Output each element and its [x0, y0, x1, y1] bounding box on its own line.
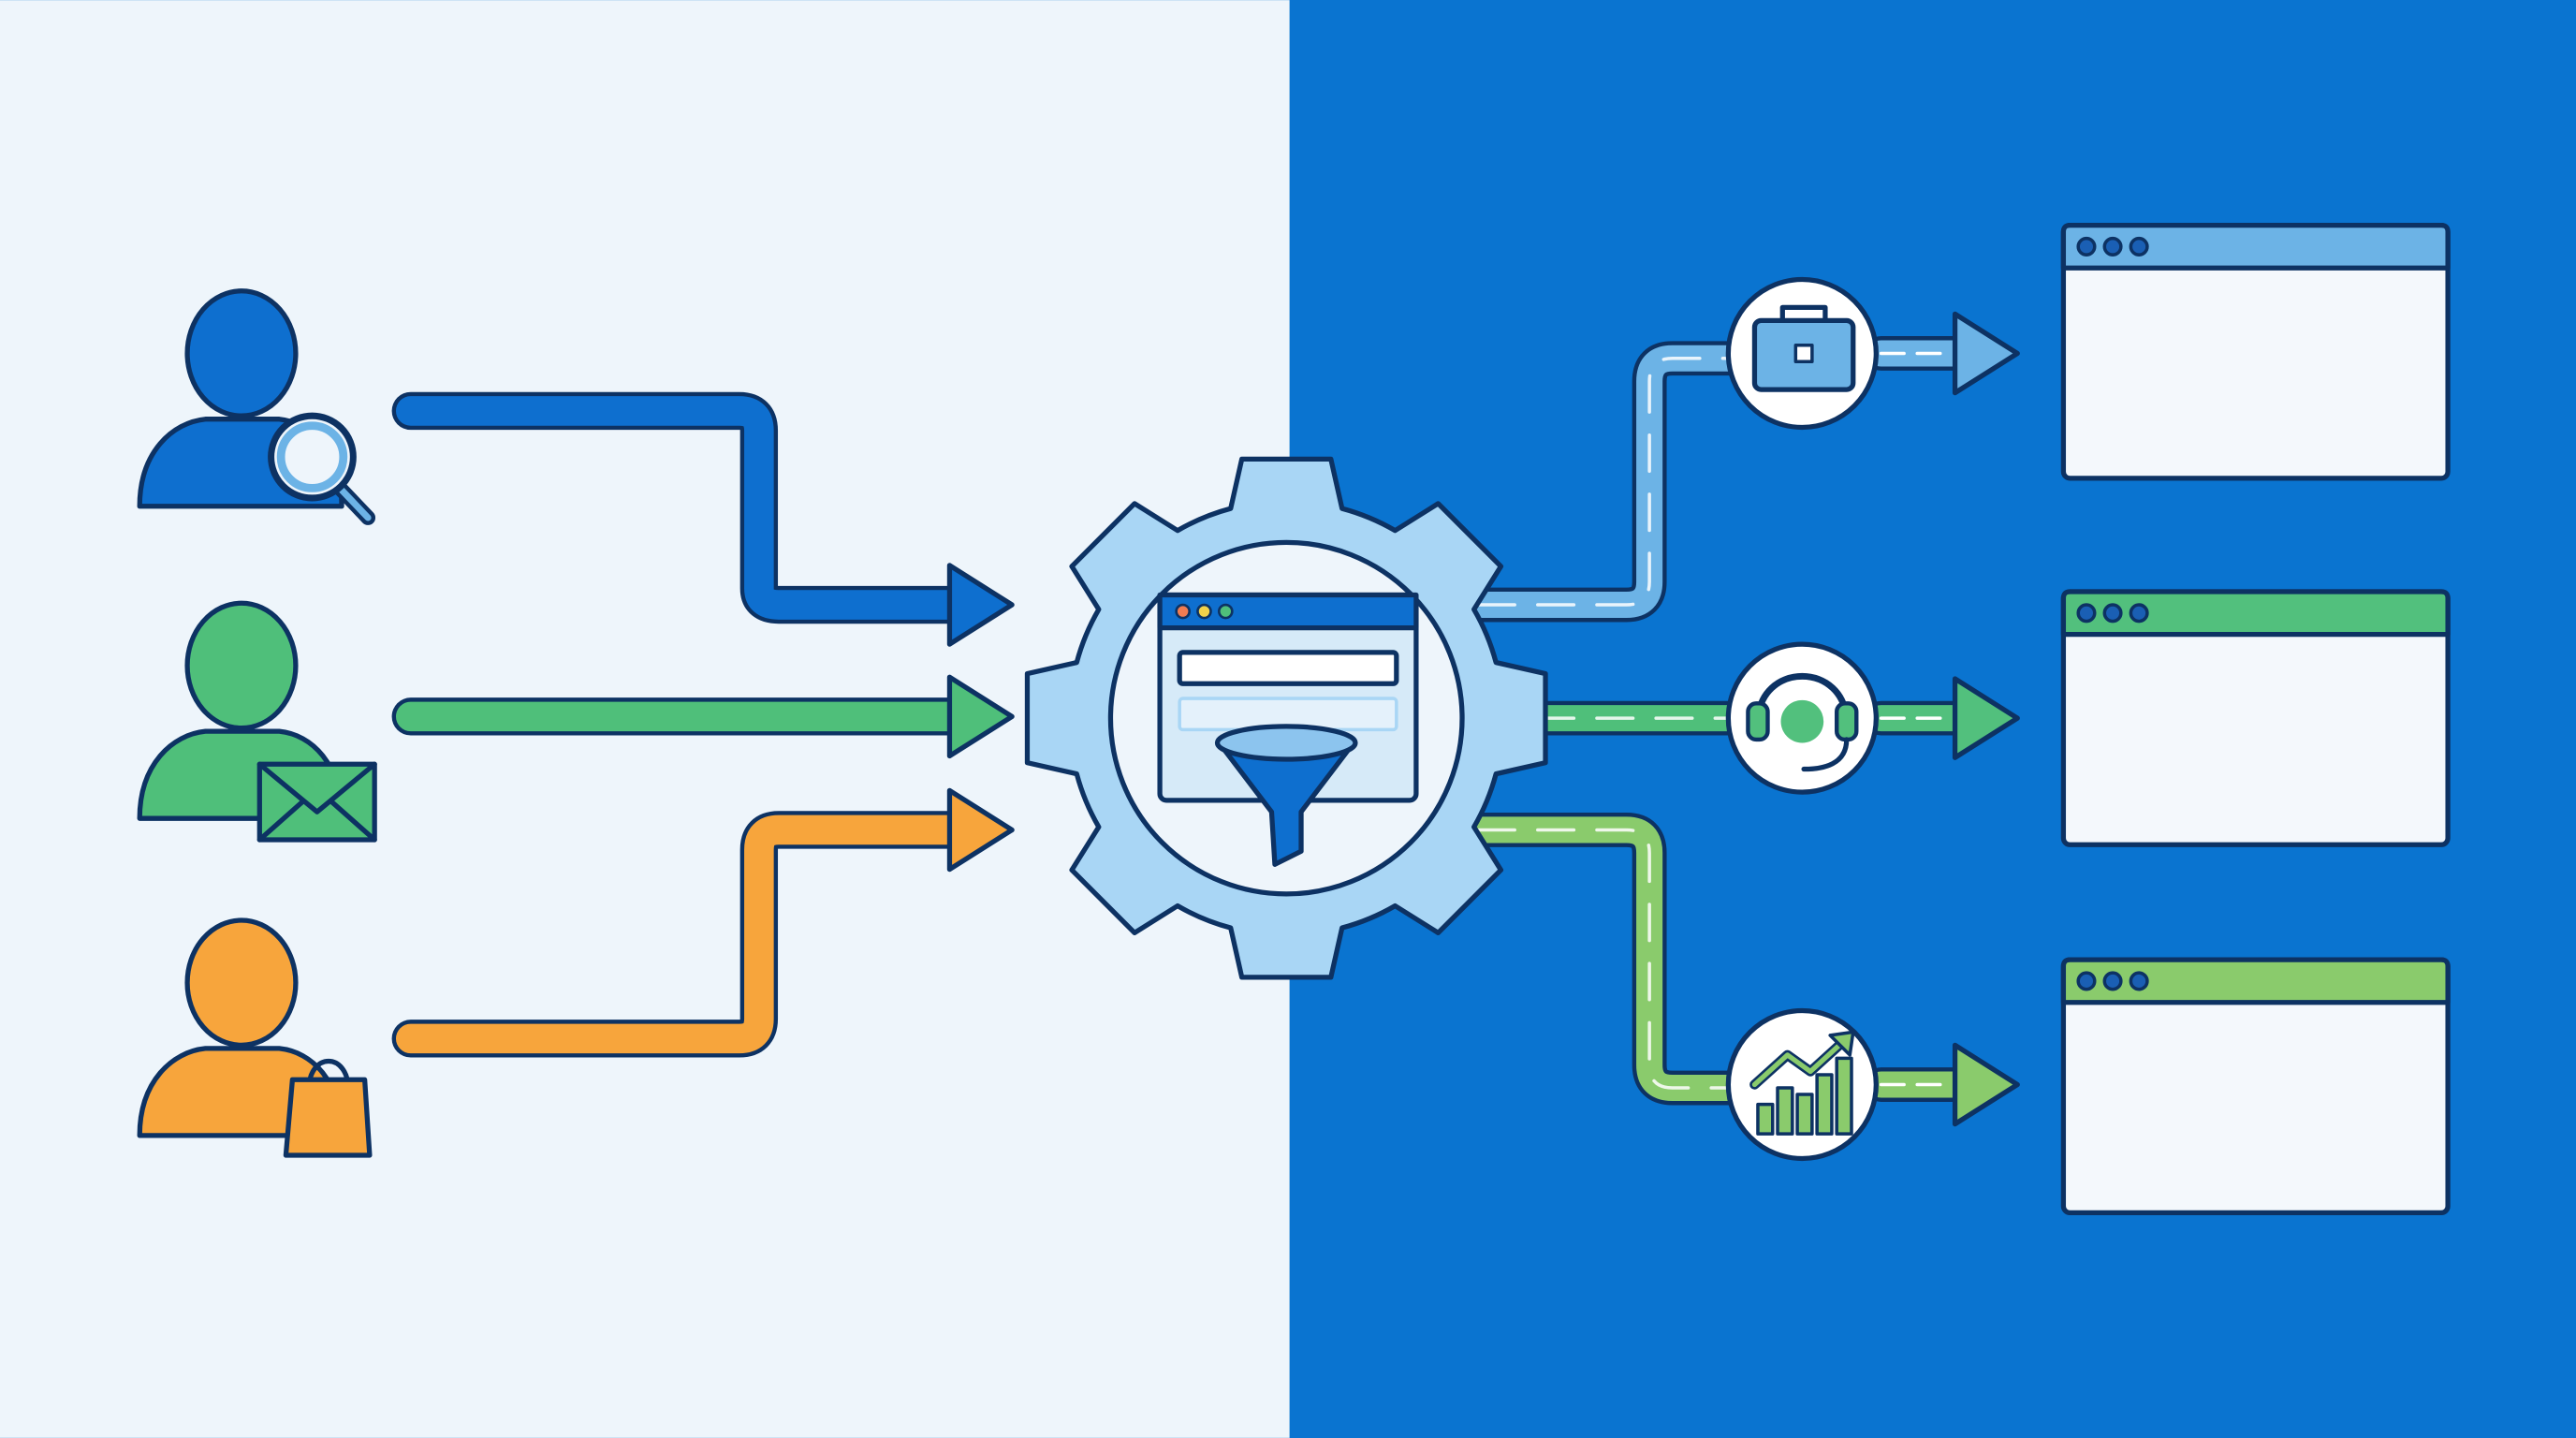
input-arrow-orange — [391, 811, 973, 1058]
user-head — [184, 917, 299, 1049]
output-node-0 — [1725, 276, 1879, 431]
shopping-bag-icon — [283, 1058, 373, 1158]
window-dot — [1217, 603, 1234, 620]
output-pipe-top-dashes — [1476, 356, 1744, 607]
chart-arrowhead — [1828, 1030, 1855, 1057]
destination-window-titlebar — [2060, 222, 2451, 271]
user-emailer — [137, 600, 377, 843]
briefcase-icon — [1751, 304, 1856, 392]
envelope-icon — [256, 761, 377, 843]
magnifier-lens — [276, 421, 348, 492]
arrowhead-green — [946, 674, 1015, 759]
headset-ear-left — [1746, 701, 1770, 742]
user-head — [184, 288, 299, 418]
chart-bar — [1815, 1073, 1834, 1136]
headset-user — [1780, 699, 1824, 743]
input-arrow-orange-fill — [395, 814, 968, 1054]
output-arrowhead — [1952, 311, 2020, 396]
headset-icon — [1746, 672, 1859, 772]
bag-body — [283, 1077, 373, 1158]
chart-bar — [1835, 1056, 1853, 1136]
window-dot — [1175, 603, 1192, 620]
destination-window-titlebar — [2060, 589, 2451, 638]
funnel-rim — [1214, 724, 1358, 762]
chart-bar — [1756, 1102, 1775, 1136]
briefcase-handle — [1779, 304, 1828, 324]
destination-window-dot — [2102, 603, 2123, 624]
arrowhead-orange — [946, 787, 1015, 873]
user-shopper — [137, 917, 373, 1158]
destination-window-0 — [2060, 222, 2451, 481]
magnifier-handle-fill — [333, 481, 372, 521]
destination-window-titlebar — [2060, 957, 2451, 1005]
window-field — [1177, 650, 1399, 686]
growth-chart-icon — [1749, 1030, 1855, 1136]
gear-icon — [1024, 456, 1548, 980]
envelope-flap — [256, 761, 377, 843]
destination-window-dot — [2129, 971, 2149, 991]
destination-window-dot — [2129, 236, 2149, 257]
chart-bar — [1795, 1093, 1814, 1136]
envelope-body — [256, 761, 377, 843]
output-node-2 — [1725, 1007, 1879, 1162]
user-searcher — [137, 288, 376, 525]
input-arrow-blue — [391, 391, 973, 624]
destination-window-1 — [2060, 589, 2451, 847]
input-arrow-blue-fill — [395, 396, 968, 620]
window-dot — [1196, 603, 1212, 620]
headset-ear-right — [1835, 701, 1859, 742]
output-arrowhead — [1952, 676, 2020, 760]
destination-window-dot — [2076, 971, 2097, 991]
destination-window-dot — [2076, 603, 2097, 624]
output-pipe-bottom-dashes — [1476, 828, 1744, 1090]
briefcase-clasp — [1793, 343, 1814, 364]
funnel-icon — [1214, 724, 1358, 867]
user-head — [184, 600, 299, 731]
destination-window-dot — [2076, 236, 2097, 257]
destination-window-2 — [2060, 957, 2451, 1216]
destination-window-dot — [2102, 971, 2123, 991]
headset-mic — [1801, 737, 1850, 772]
chart-trend — [1751, 1035, 1850, 1088]
destination-window-dot — [2129, 603, 2149, 624]
arrowhead-blue — [946, 563, 1015, 647]
magnifier-icon — [268, 412, 376, 525]
destination-window-dot — [2102, 236, 2123, 257]
output-arrowhead — [1952, 1042, 2020, 1127]
chart-bar — [1776, 1086, 1794, 1136]
output-node-1 — [1725, 641, 1879, 795]
